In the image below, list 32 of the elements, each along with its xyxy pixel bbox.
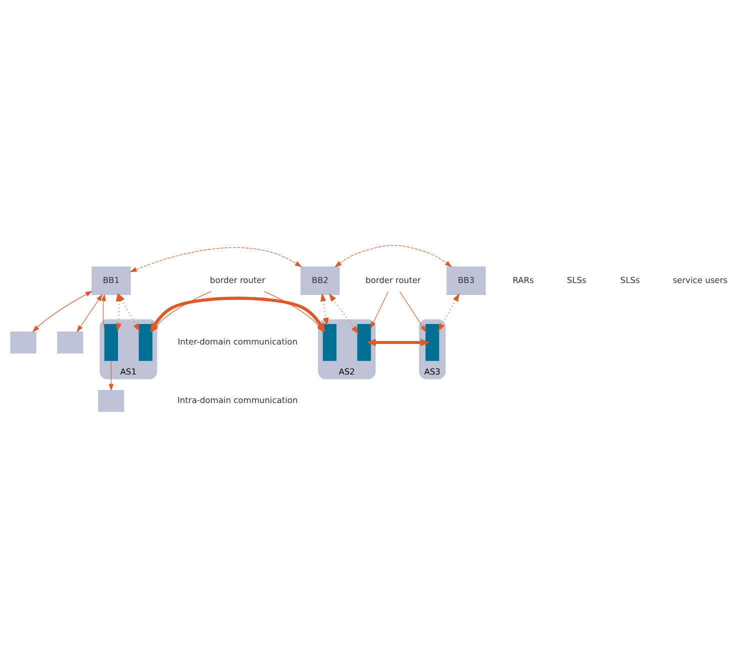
arrow — [328, 293, 359, 334]
node-bar — [104, 324, 118, 361]
label: RARs — [512, 274, 534, 285]
arrow — [334, 245, 452, 268]
label: SLSs — [566, 274, 586, 285]
arrow — [320, 292, 329, 326]
node-bar — [426, 324, 440, 361]
label: service users — [672, 274, 728, 285]
node-box: BB1 — [92, 266, 131, 295]
arrow — [400, 291, 426, 332]
node-box — [57, 331, 84, 354]
node-box: BB3 — [446, 266, 486, 295]
arrow — [370, 291, 389, 329]
arrow — [438, 293, 460, 332]
arrow — [130, 247, 302, 272]
arrow — [76, 294, 103, 332]
node-text: border router — [210, 274, 266, 285]
node-bar — [322, 324, 336, 361]
node-box: BB2 — [300, 266, 340, 295]
arrow — [108, 360, 114, 392]
legend-label: Intra-domain communication — [177, 395, 298, 406]
label: SLSs — [620, 274, 640, 285]
arrow — [101, 294, 106, 330]
node-bar — [357, 324, 371, 361]
node-text: border router — [365, 274, 421, 285]
arrow — [152, 291, 212, 332]
arrow — [118, 293, 140, 332]
node-bar — [138, 324, 152, 361]
node-box — [10, 331, 36, 354]
arrow — [32, 290, 93, 332]
node-box — [98, 390, 124, 412]
legend-label: Inter-domain communication — [178, 336, 298, 347]
